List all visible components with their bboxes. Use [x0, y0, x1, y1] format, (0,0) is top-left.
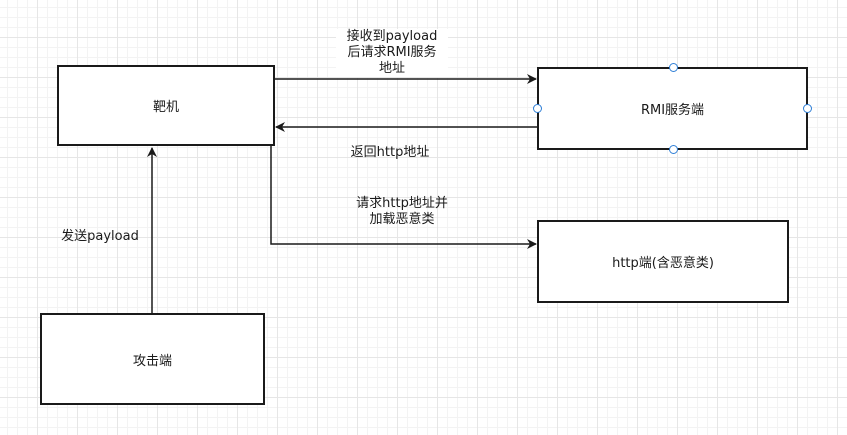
- resize-handle-left[interactable]: [533, 104, 542, 113]
- node-target-label: 靶机: [152, 100, 179, 115]
- node-http-server-label: http端(含恶意类): [612, 256, 714, 271]
- resize-handle-top[interactable]: [669, 63, 678, 72]
- edge-label-target-to-http: 请求http地址并 加载恶意类: [356, 196, 448, 227]
- node-attacker-label: 攻击端: [132, 353, 172, 369]
- arrow-target-to-http: [270, 146, 537, 249]
- node-attacker[interactable]: 攻击端: [40, 313, 265, 405]
- edge-label-attacker-to-target: 发送payload: [61, 229, 139, 244]
- resize-handle-right[interactable]: [803, 104, 812, 113]
- edge-label-target-to-rmi: 接收到payload 后请求RMI服务 地址: [336, 29, 448, 77]
- node-target[interactable]: 靶机: [57, 65, 275, 146]
- node-rmi-server-label: RMI服务端: [640, 103, 705, 118]
- node-http-server[interactable]: http端(含恶意类): [537, 220, 789, 303]
- node-rmi-server[interactable]: RMI服务端: [537, 67, 808, 150]
- edge-label-rmi-to-target: 返回http地址: [350, 145, 430, 160]
- resize-handle-bottom[interactable]: [669, 145, 678, 154]
